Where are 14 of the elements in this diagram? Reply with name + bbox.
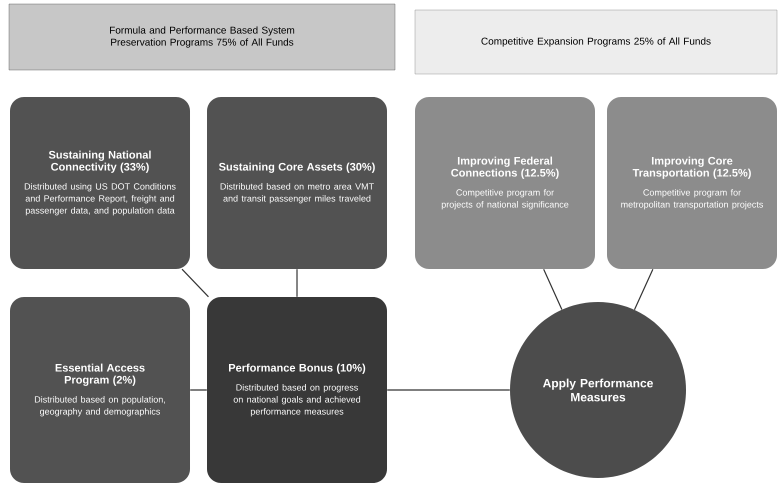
connector-line [634, 268, 654, 310]
program-box: Sustaining National Connectivity (33%) Distributed using US DOT Conditions and Performance Report, freight and passenger data, and population data [10, 97, 190, 269]
connector-line [543, 268, 562, 310]
connector-line [387, 389, 510, 391]
category-banner: Competitive Expansion Programs 25% of All Funds [414, 10, 778, 74]
connector-line [182, 268, 209, 298]
program-box: Essential Access Program (2%) Distributed based on population, geography and demographics [10, 297, 190, 483]
connector-line [296, 269, 298, 297]
program-box: Improving Core Transportation (12.5%) Competitive program for metropolitan transportation projects [607, 97, 777, 269]
program-box: Performance Bonus (10%) Distributed based on progress on national goals and achieved performance measures [207, 297, 387, 483]
program-box: Improving Federal Connections (12.5%) Competitive program for projects of national significance [415, 97, 595, 269]
category-banner: Formula and Performance Based System Preservation Programs 75% of All Funds [8, 4, 396, 70]
connector-line [190, 389, 207, 391]
program-box: Sustaining Core Assets (30%) Distributed based on metro area VMT and transit passenger miles traveled [207, 97, 387, 269]
